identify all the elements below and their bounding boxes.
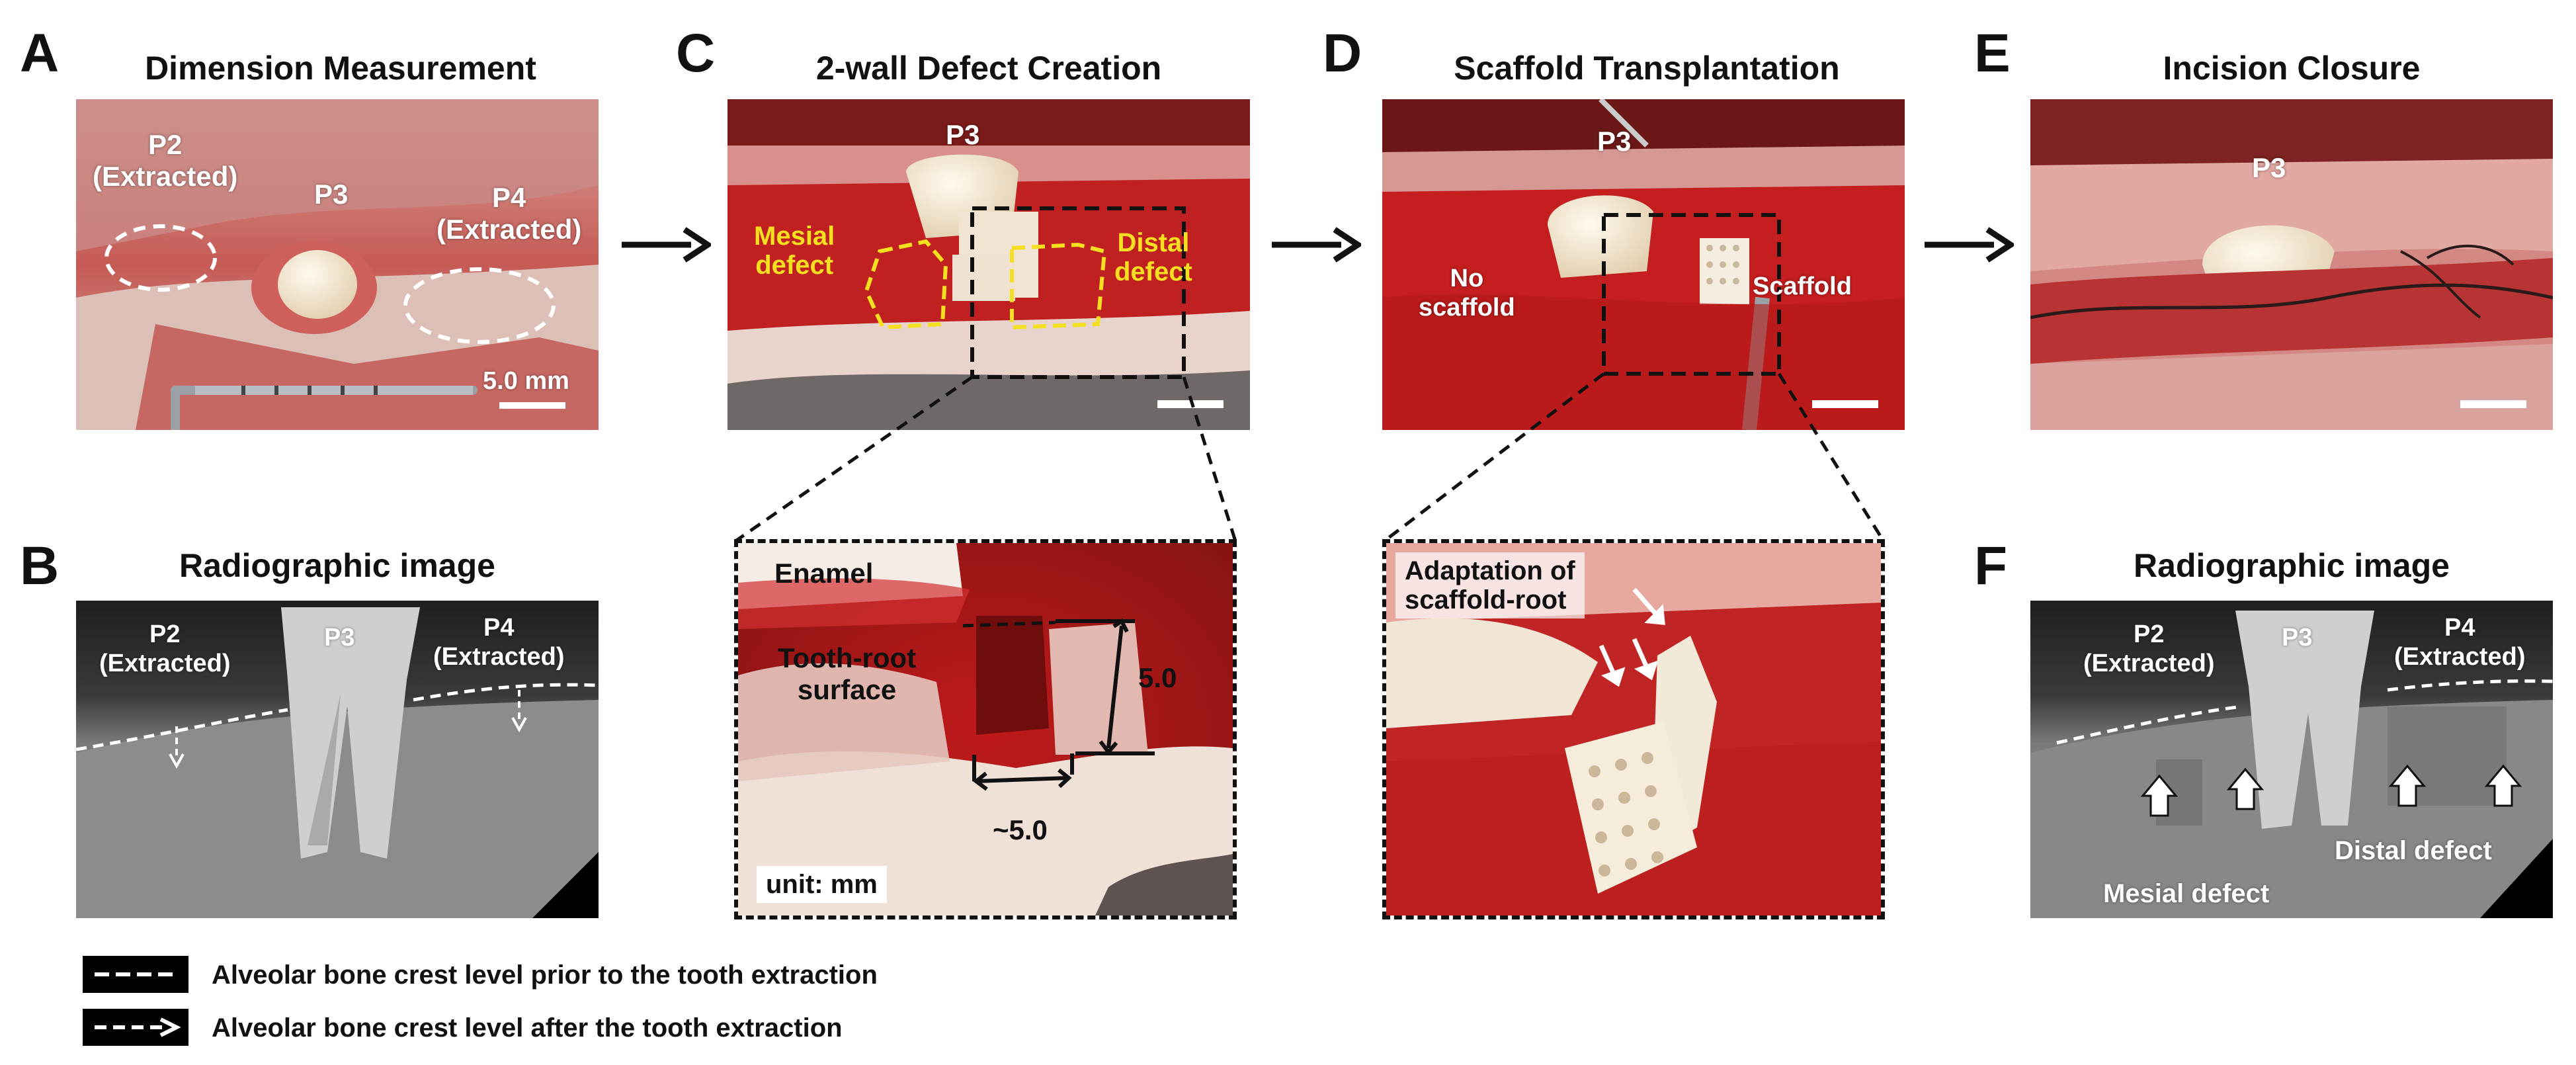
label-p3: P3 (1597, 126, 1632, 157)
right-arrow-icon (1272, 227, 1361, 263)
label-no-scaffold: No scaffold (1419, 265, 1515, 321)
legend-text-prior: Alveolar bone crest level prior to the t… (212, 960, 878, 990)
label-p3: P3 (2252, 152, 2286, 183)
label-unit: unit: mm (757, 866, 887, 903)
panel-letter-c: C (676, 23, 716, 83)
label-p4-extracted: P4 (Extracted) (2394, 614, 2526, 671)
panel-title-c: 2-wall Defect Creation (815, 50, 1162, 87)
label-p4-extracted: P4 (Extracted) (436, 182, 582, 245)
label-mesial-defect: Mesial defect (2103, 879, 2270, 908)
label-mesial-defect: Mesial defect (754, 222, 835, 280)
dashed-line-icon (95, 972, 177, 976)
label-p3: P3 (2282, 624, 2313, 652)
label-distal-defect: Distal defect (2335, 836, 2492, 865)
label-p3: P3 (314, 179, 349, 210)
photo-dimension-measurement: P2 (Extracted) P3 P4 (Extracted) 5.0 mm (76, 99, 599, 430)
label-p3: P3 (946, 119, 980, 150)
scale-bar-label: 5.0 mm (483, 367, 569, 395)
right-arrow-icon (1925, 227, 2014, 263)
label-adaptation-scaffold-root: Adaptation of scaffold-root (1395, 552, 1585, 618)
label-distal-defect: Distal defect (1114, 228, 1192, 286)
legend-swatch-prior (83, 956, 188, 993)
label-p2-extracted: P2 (Extracted) (2083, 620, 2215, 677)
label-width-measurement: ~5.0 (993, 814, 1048, 845)
label-p4-extracted: P4 (Extracted) (433, 614, 565, 671)
legend-swatch-after (83, 1009, 188, 1046)
panel-letter-e: E (1974, 23, 2011, 83)
label-enamel: Enamel (774, 558, 874, 589)
photo-scaffold-transplantation: P3 No scaffold Scaffold (1382, 99, 1905, 430)
panel-title-e: Incision Closure (2163, 50, 2421, 87)
dashed-arrow-icon (95, 1017, 181, 1037)
panel-letter-a: A (20, 23, 60, 83)
panel-letter-f: F (1974, 536, 2008, 596)
panel-title-b: Radiographic image (179, 547, 495, 584)
label-p3: P3 (324, 624, 355, 652)
label-p2-extracted: P2 (Extracted) (93, 129, 238, 192)
photo-defect-creation: P3 Mesial defect Distal defect (727, 99, 1250, 430)
label-tooth-root-surface: Tooth-root surface (778, 642, 917, 706)
panel-letter-b: B (20, 536, 60, 596)
label-p2-extracted: P2 (Extracted) (99, 620, 231, 677)
panel-title-a: Dimension Measurement (145, 50, 536, 87)
xray-pre-extraction: P2 (Extracted) P3 P4 (Extracted) (76, 601, 599, 918)
xray-post-defect: P2 (Extracted) P3 P4 (Extracted) Mesial … (2030, 601, 2553, 918)
label-scaffold: Scaffold (1753, 273, 1852, 300)
right-arrow-icon (622, 227, 711, 263)
panel-letter-d: D (1323, 23, 1362, 83)
label-height-measurement: 5.0 (1138, 662, 1177, 693)
legend-text-after: Alveolar bone crest level after the toot… (212, 1013, 843, 1043)
panel-title-f: Radiographic image (2134, 547, 2450, 584)
photo-incision-closure: P3 (2030, 99, 2553, 430)
panel-title-d: Scaffold Transplantation (1454, 50, 1840, 87)
